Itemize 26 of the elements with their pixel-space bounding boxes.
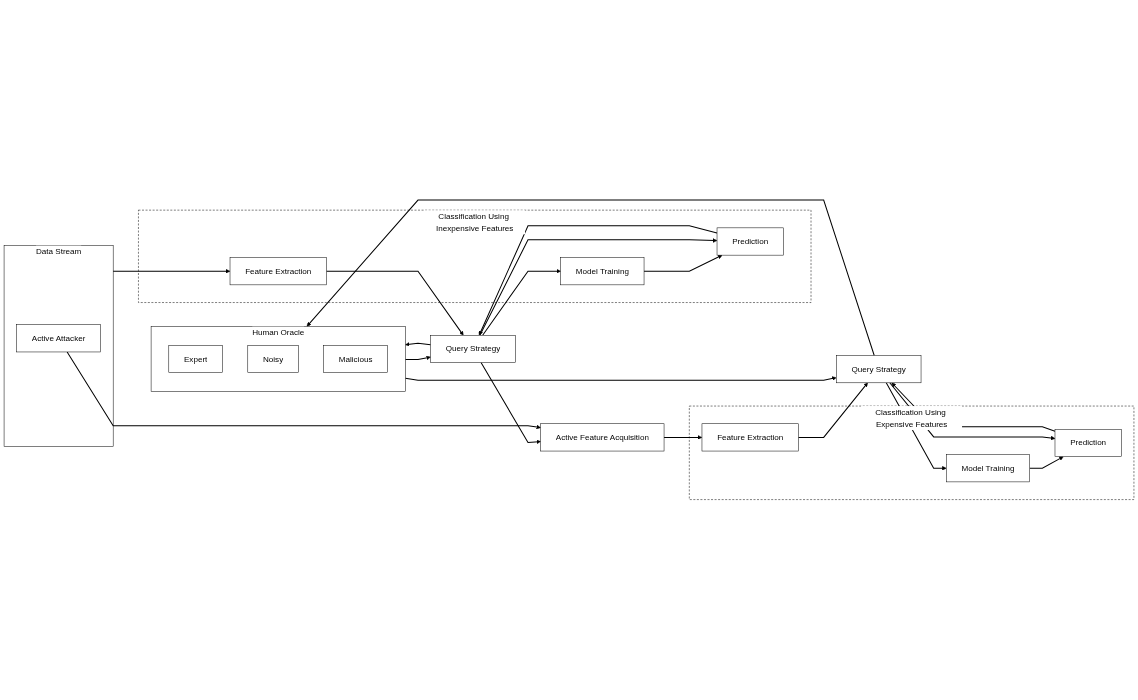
arrow — [404, 376, 837, 381]
arrow — [797, 382, 868, 439]
arrow — [66, 351, 541, 430]
arrow — [480, 362, 541, 445]
node-box: Prediction — [716, 227, 784, 256]
arrow — [404, 355, 431, 361]
node-box: Noisy — [247, 345, 299, 374]
node-box: Query Strategy — [836, 355, 922, 384]
arrow — [405, 342, 432, 347]
node-box: Query Strategy — [430, 335, 516, 364]
node-box: Expert — [168, 345, 223, 374]
arrow — [663, 435, 703, 440]
arrow — [482, 269, 561, 336]
arrow — [112, 269, 231, 274]
arrow — [1029, 456, 1064, 469]
node-box: Prediction — [1054, 429, 1122, 458]
node-box: Active Attacker — [16, 324, 101, 353]
node-box: Feature Extraction — [701, 423, 799, 452]
node-box: Feature Extraction — [229, 257, 327, 286]
node-box: Model Training — [560, 257, 645, 286]
node-box: Malicious — [323, 345, 388, 374]
arrow — [306, 199, 875, 357]
node-box: Active Feature Acquisition — [540, 423, 665, 452]
node-box: Model Training — [946, 454, 1030, 483]
arrow — [325, 270, 464, 336]
arrow — [643, 255, 723, 272]
